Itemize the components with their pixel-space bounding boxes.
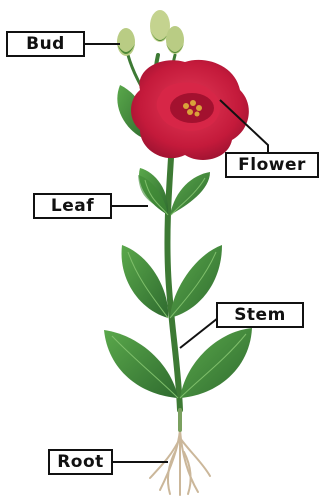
bud-icon	[117, 10, 184, 56]
label-bud: Bud	[6, 31, 85, 57]
leaf-pair-middle	[122, 245, 222, 318]
label-leaf: Leaf	[33, 193, 112, 219]
label-root: Root	[48, 449, 113, 475]
root-icon	[150, 410, 210, 495]
label-stem: Stem	[216, 302, 304, 328]
leaf-pair-upper	[138, 168, 210, 215]
label-flower: Flower	[225, 152, 319, 178]
